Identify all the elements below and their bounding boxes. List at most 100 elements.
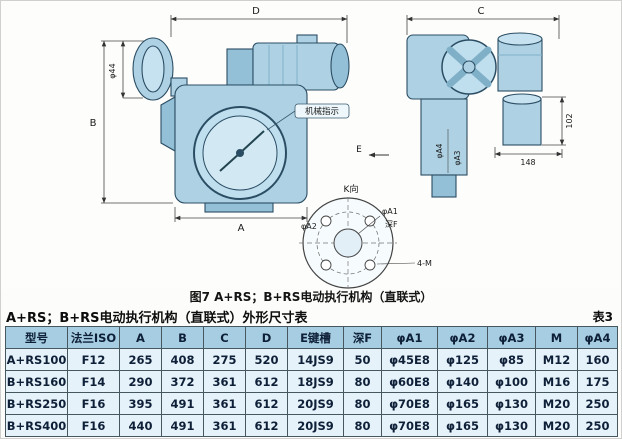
bolt-circle bbox=[316, 211, 380, 275]
model-cell: B+RS160 bbox=[5, 370, 68, 393]
value-cell: φ85 bbox=[487, 348, 536, 371]
value-cell: φ70E8 bbox=[381, 414, 438, 437]
value-cell: 80 bbox=[343, 392, 382, 415]
column-header: E键槽 bbox=[287, 326, 344, 349]
value-cell: 491 bbox=[161, 392, 204, 415]
model-cell: B+RS400 bbox=[5, 414, 68, 437]
value-cell: φ130 bbox=[487, 392, 536, 415]
dim-label-phiA3: φA3 bbox=[453, 150, 462, 165]
dim-label-phiA1: φA1 bbox=[382, 207, 398, 216]
value-cell: 395 bbox=[119, 392, 162, 415]
table-title-row: A+RS；B+RS电动执行机构（直联式）外形尺寸表 表3 bbox=[1, 306, 621, 326]
value-cell: 491 bbox=[161, 414, 204, 437]
dimension-148 bbox=[494, 147, 563, 158]
column-header: A bbox=[119, 326, 162, 349]
value-cell: 612 bbox=[245, 392, 288, 415]
value-cell: φ100 bbox=[487, 370, 536, 393]
dim-label-c: C bbox=[478, 6, 485, 17]
position-dial bbox=[193, 106, 287, 200]
figure-caption: 图7 A+RS；B+RS电动执行机构（直联式） bbox=[189, 290, 433, 304]
value-cell: 50 bbox=[343, 348, 382, 371]
value-cell: 290 bbox=[119, 370, 162, 393]
value-cell: φ125 bbox=[437, 348, 488, 371]
value-cell: 80 bbox=[343, 370, 382, 393]
value-cell: 275 bbox=[203, 348, 246, 371]
value-cell: M20 bbox=[535, 414, 578, 437]
value-cell: 175 bbox=[577, 370, 618, 393]
view-k-label: K向 bbox=[344, 183, 359, 195]
dim-label-102: 102 bbox=[565, 113, 574, 128]
dim-label-148: 148 bbox=[520, 158, 535, 167]
dim-label-phiA4: φA4 bbox=[435, 143, 444, 158]
dimension-phi44 bbox=[120, 40, 143, 99]
value-cell: 250 bbox=[577, 414, 618, 437]
flange-view: K向 φA1 深F φA2 4-M bbox=[299, 183, 432, 289]
column-header: B bbox=[161, 326, 204, 349]
value-cell: 361 bbox=[203, 414, 246, 437]
value-cell: 440 bbox=[119, 414, 162, 437]
column-header: 法兰ISO bbox=[67, 326, 120, 349]
front-view: D B φ44 bbox=[90, 6, 350, 234]
value-cell: φ60E8 bbox=[381, 370, 438, 393]
column-header: D bbox=[245, 326, 288, 349]
column-header: 型号 bbox=[5, 326, 68, 349]
bolt-hole bbox=[320, 259, 332, 271]
dimension-c bbox=[406, 15, 560, 39]
value-cell: F16 bbox=[67, 392, 120, 415]
shaft-dims bbox=[447, 129, 468, 173]
value-cell: 14JS9 bbox=[287, 348, 344, 371]
value-cell: 160 bbox=[577, 348, 618, 371]
side-housing bbox=[406, 34, 497, 198]
column-header: 深F bbox=[343, 326, 382, 349]
value-cell: M12 bbox=[535, 348, 578, 371]
value-cell: 250 bbox=[577, 392, 618, 415]
value-cell: 612 bbox=[245, 414, 288, 437]
column-header: φA4 bbox=[577, 326, 618, 349]
value-cell: φ70E8 bbox=[381, 392, 438, 415]
dimension-a bbox=[174, 207, 308, 222]
dimension-d bbox=[170, 15, 348, 43]
value-cell: φ45E8 bbox=[381, 348, 438, 371]
column-header: M bbox=[535, 326, 578, 349]
value-cell: 18JS9 bbox=[287, 370, 344, 393]
value-cell: φ165 bbox=[437, 392, 488, 415]
value-cell: 408 bbox=[161, 348, 204, 371]
value-cell: M16 bbox=[535, 370, 578, 393]
column-header: φA3 bbox=[487, 326, 536, 349]
column-header: C bbox=[203, 326, 246, 349]
side-cylinders bbox=[497, 32, 543, 146]
dim-label-4M: 4-M bbox=[417, 259, 432, 268]
model-cell: B+RS250 bbox=[5, 392, 68, 415]
dim-label-b: B bbox=[90, 118, 97, 129]
center-bore bbox=[333, 228, 363, 258]
bolt-hole bbox=[320, 215, 332, 227]
actuator-drawing: D B φ44 bbox=[90, 6, 574, 289]
value-cell: F16 bbox=[67, 414, 120, 437]
value-cell: 361 bbox=[203, 392, 246, 415]
value-cell: 80 bbox=[343, 414, 382, 437]
bolt-hole bbox=[364, 215, 376, 227]
value-cell: 361 bbox=[203, 370, 246, 393]
value-cell: 20JS9 bbox=[287, 392, 344, 415]
value-cell: φ140 bbox=[437, 370, 488, 393]
side-view: C bbox=[356, 6, 574, 198]
dim-label-phiA2: φA2 bbox=[301, 222, 317, 231]
technical-drawing-area: D B φ44 bbox=[1, 1, 621, 289]
view-e-label: E bbox=[356, 145, 362, 155]
value-cell: 520 bbox=[245, 348, 288, 371]
table-number: 表3 bbox=[592, 309, 613, 324]
value-cell: 265 bbox=[119, 348, 162, 371]
leader-4M bbox=[376, 262, 416, 265]
table-title: A+RS；B+RS电动执行机构（直联式）外形尺寸表 bbox=[6, 310, 308, 326]
bolt-hole bbox=[364, 259, 376, 271]
leader-phiA1 bbox=[357, 215, 381, 235]
dim-label-d: D bbox=[252, 6, 260, 17]
